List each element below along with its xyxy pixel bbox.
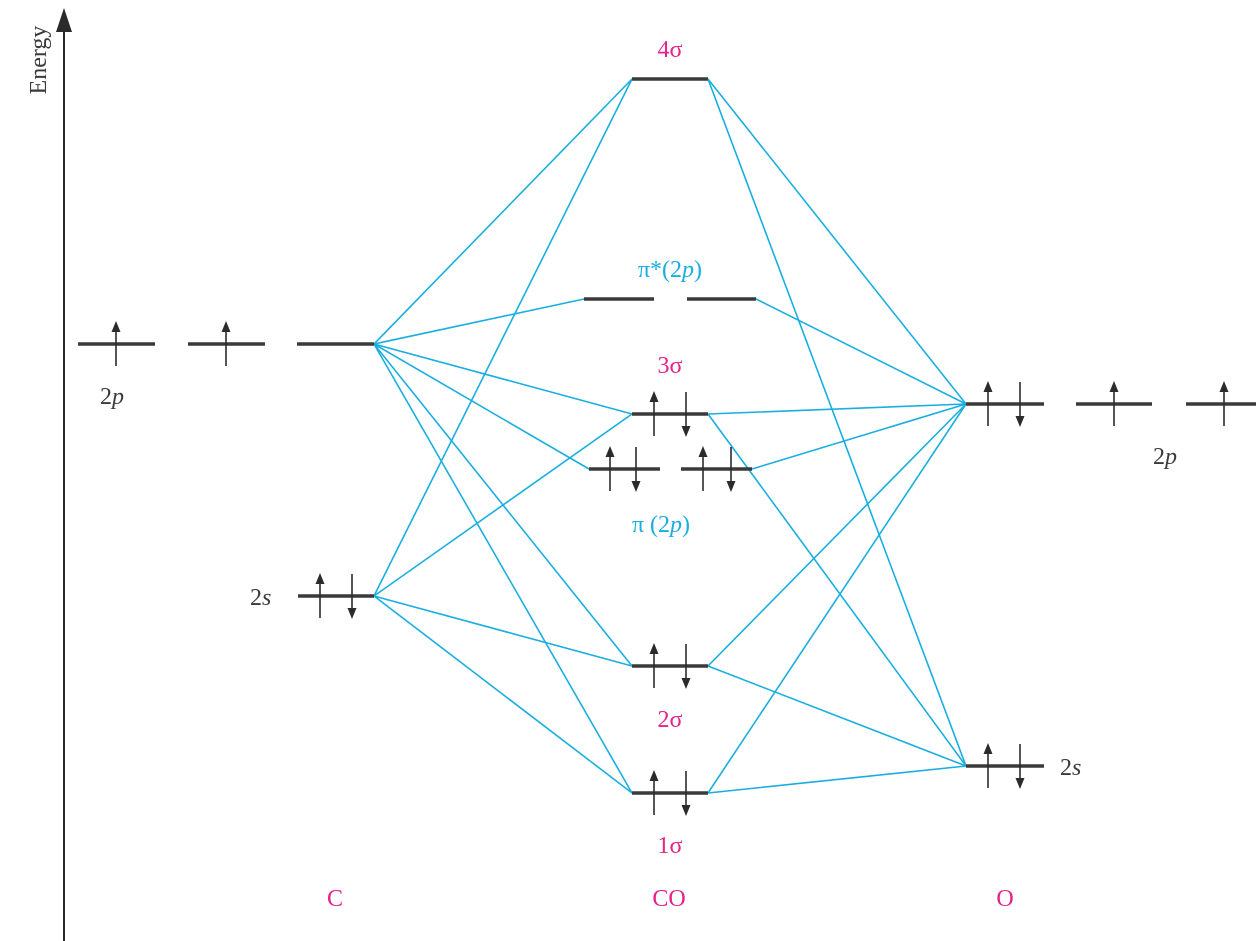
correlation-line [373,343,633,794]
correlation-line [373,343,590,470]
orbital-labels: 2p 2s 2p 2s 4σ π*(2p) 3σ π (2p) 2σ 1σ [100,37,1177,859]
electron-arrows [111,321,1229,816]
correlation-line [707,765,967,794]
correlation-line [751,403,967,470]
energy-axis-label: Energy [26,26,52,95]
spin-down-arrow [681,644,691,689]
correlation-line [707,78,967,405]
sigma2-label: 2σ [658,707,683,733]
correlation-line [373,343,633,415]
co-label: CO [652,886,685,912]
pi-star-label: π*(2p) [638,257,702,283]
energy-axis: Energy [26,8,72,941]
c-2s-label: 2s [250,585,271,611]
correlation-line [373,298,585,345]
spin-up-arrow [315,573,325,618]
species-labels: C CO O [327,886,1014,912]
spin-down-arrow [681,392,691,437]
spin-down-arrow [1015,382,1025,427]
spin-up-arrow [649,643,659,688]
spin-down-arrow [726,447,736,492]
correlation-line [707,665,967,767]
spin-up-arrow [111,321,121,366]
oxygen-label: O [996,886,1013,912]
carbon-label: C [327,886,343,912]
carbon-orbitals [78,342,374,598]
oxygen-orbitals [966,402,1256,768]
energy-axis-arrowhead [56,8,72,32]
correlation-line [707,78,967,767]
spin-down-arrow [1015,744,1025,789]
spin-up-arrow [649,770,659,815]
c-2p-label: 2p [100,384,124,410]
correlation-line [373,78,633,345]
spin-down-arrow [681,771,691,816]
spin-up-arrow [698,446,708,491]
spin-up-arrow [1109,381,1119,426]
pi-label: π (2p) [632,512,690,538]
correlation-line [373,595,633,667]
sigma3-label: 3σ [658,353,683,379]
correlation-line [707,413,967,767]
correlation-line [373,78,633,597]
correlation-line [373,595,633,794]
correlation-line [707,403,967,794]
spin-up-arrow [605,446,615,491]
correlation-line [707,403,967,667]
correlation-line [755,298,967,405]
spin-up-arrow [221,321,231,366]
correlation-line [373,343,633,667]
o-2p-label: 2p [1153,444,1177,470]
spin-down-arrow [631,447,641,492]
spin-down-arrow [347,574,357,619]
correlation-line [707,403,967,415]
sigma4-label: 4σ [658,37,683,63]
spin-up-arrow [1219,381,1229,426]
o-2s-label: 2s [1060,755,1081,781]
spin-up-arrow [983,381,993,426]
co-orbitals [584,77,756,795]
spin-up-arrow [983,743,993,788]
sigma1-label: 1σ [658,833,683,859]
spin-up-arrow [649,391,659,436]
correlation-lines [373,78,967,794]
